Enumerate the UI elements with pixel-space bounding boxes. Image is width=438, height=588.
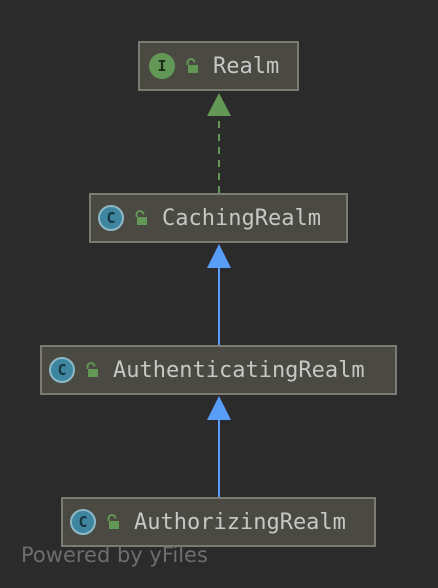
public-lock-icon xyxy=(86,362,98,377)
node-label: Realm xyxy=(213,53,280,79)
arrowhead-authenticatingrealm xyxy=(207,396,231,420)
node-caching-realm[interactable]: C CachingRealm xyxy=(89,193,348,243)
interface-icon: I xyxy=(149,53,175,79)
node-authorizing-realm[interactable]: C AuthorizingRealm xyxy=(61,497,376,547)
node-label: AuthenticatingRealm xyxy=(113,357,365,383)
yfiles-watermark: Powered by yFiles xyxy=(21,543,208,567)
public-lock-icon xyxy=(186,58,198,73)
node-label: AuthorizingRealm xyxy=(134,509,346,535)
arrowhead-cachingrealm xyxy=(207,244,231,268)
node-realm[interactable]: I Realm xyxy=(138,41,299,91)
class-icon: C xyxy=(70,509,96,535)
node-authenticating-realm[interactable]: C AuthenticatingRealm xyxy=(40,345,397,395)
node-label: CachingRealm xyxy=(162,205,321,231)
arrowhead-realm xyxy=(207,93,231,116)
public-lock-icon xyxy=(135,210,147,225)
class-icon: C xyxy=(98,205,124,231)
public-lock-icon xyxy=(107,514,119,529)
class-icon: C xyxy=(49,357,75,383)
